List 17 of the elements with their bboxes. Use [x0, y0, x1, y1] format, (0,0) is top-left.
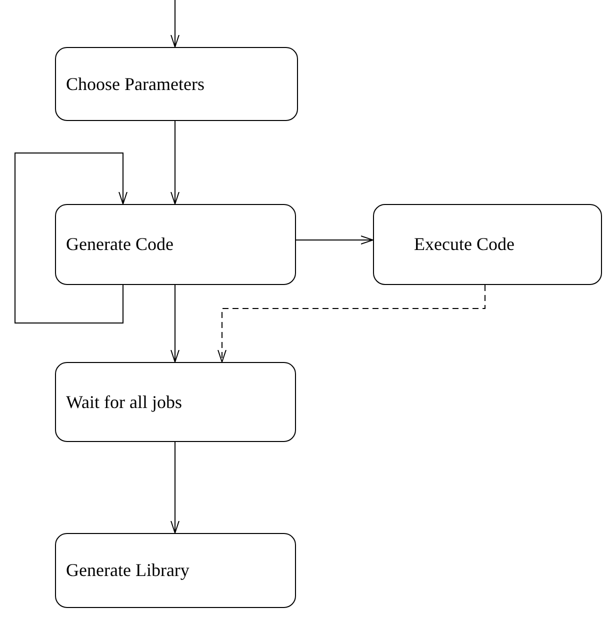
process-box: [373, 204, 602, 285]
box-label: Generate Library: [66, 560, 190, 581]
process-box: [55, 533, 296, 608]
box-label: Choose Parameters: [66, 74, 204, 94]
arrow: [170, 284, 180, 362]
box-label: Wait for all jobs: [66, 392, 182, 412]
arrow: [170, 0, 180, 48]
process-box: [55, 47, 298, 121]
box-label: Execute Code: [414, 234, 514, 255]
arrow: [296, 236, 374, 244]
arrow: [170, 442, 180, 534]
box-label: Generate Code: [66, 234, 174, 255]
arrow: [170, 120, 180, 204]
arrow: [14, 152, 128, 324]
process-box: [55, 362, 296, 442]
arrow: [218, 284, 486, 362]
process-box: [55, 204, 296, 285]
